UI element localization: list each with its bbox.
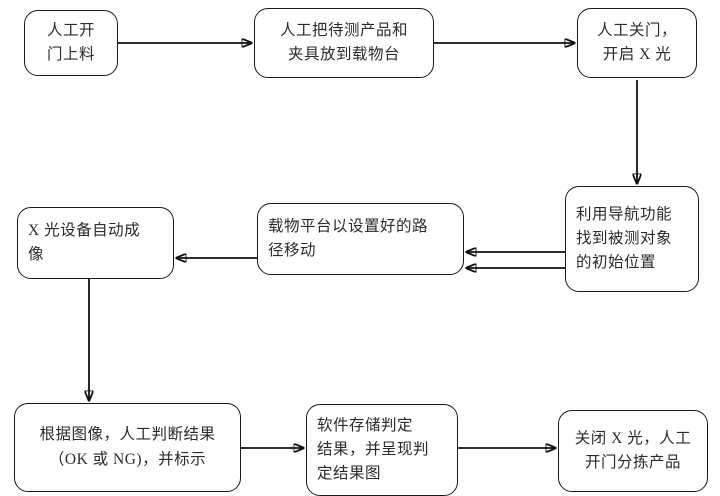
node-text-line-2: 门上料 <box>46 46 95 63</box>
process-node-software-stores-result[interactable]: 软件存储判定 结果，并呈现判 定结果图 <box>306 404 458 496</box>
process-node-turn-off-xray-sort-products[interactable]: 关闭 X 光，人工 开门分拣产品 <box>558 410 708 492</box>
node-text-line-2: 结果，并呈现判 <box>317 440 430 458</box>
node-text-line-1: 人工把待测产品和 <box>279 21 408 39</box>
node-text-line-2: 夹具放到载物台 <box>287 46 400 63</box>
process-node-manual-open-door-load[interactable]: 人工开 门上料 <box>24 10 118 76</box>
node-text-line-1: 人工开 <box>46 21 95 39</box>
process-node-close-door-turn-on-xray[interactable]: 人工关门， 开启 X 光 <box>577 8 697 78</box>
node-text-line-1: 人工关门， <box>596 21 677 39</box>
node-text-line-2: 像 <box>28 246 45 263</box>
process-node-xray-auto-imaging[interactable]: X 光设备自动成 像 <box>17 207 174 279</box>
process-node-manual-judge-ok-ng[interactable]: 根据图像，人工判断结果 （OK 或 NG)，并标示 <box>14 403 241 492</box>
node-text-line-1: 载物平台以设置好的路 <box>268 217 429 235</box>
node-text-line-1: 利用导航功能 <box>576 205 673 223</box>
node-text-line-2: （OK 或 NG)，并标示 <box>48 450 207 468</box>
node-text-line-2: 径移动 <box>268 242 317 259</box>
process-node-navigate-to-initial-position[interactable]: 利用导航功能 找到被测对象 的初始位置 <box>565 186 699 292</box>
process-node-place-product-and-fixture[interactable]: 人工把待测产品和 夹具放到载物台 <box>254 8 434 78</box>
node-text-line-3: 的初始位置 <box>576 254 657 271</box>
node-text-line-2: 开启 X 光 <box>602 46 672 63</box>
node-text-line-1: X 光设备自动成 <box>28 221 141 239</box>
process-node-stage-moves-along-path[interactable]: 载物平台以设置好的路 径移动 <box>257 203 464 275</box>
node-text-line-1: 根据图像，人工判断结果 <box>39 426 216 444</box>
node-text-line-2: 开门分拣产品 <box>584 454 681 471</box>
node-text-line-1: 关闭 X 光，人工 <box>574 429 692 447</box>
node-text-line-3: 定结果图 <box>317 465 382 482</box>
node-text-line-2: 找到被测对象 <box>576 229 673 247</box>
node-text-line-1: 软件存储判定 <box>317 416 414 434</box>
